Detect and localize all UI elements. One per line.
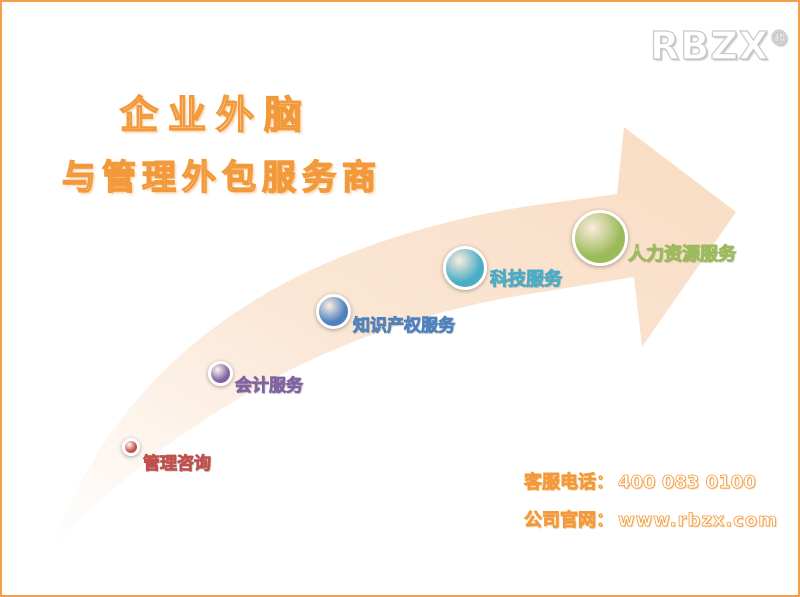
node-hr-services — [572, 210, 628, 266]
phone-number: 400 083 0100 — [618, 472, 757, 494]
title-line-2: 与管理外包服务商 — [61, 157, 382, 198]
node-ip-services — [316, 294, 351, 329]
contact-phone-row: 客服电话：400 083 0100 — [524, 468, 757, 494]
label-tech-services: 科技服务 — [490, 269, 563, 291]
registered-mark: ® — [768, 25, 791, 50]
site-url: www.rbzx.com — [618, 510, 779, 532]
brand-logo: RBZX® — [649, 23, 791, 68]
contact-site-row: 公司官网：www.rbzx.com — [524, 506, 778, 532]
label-hr-services: 人力资源服务 — [628, 244, 737, 266]
brand-logo-text: RBZX — [649, 23, 770, 68]
phone-label: 客服电话： — [524, 472, 615, 494]
label-accounting-services: 会计服务 — [235, 376, 304, 397]
label-management-consulting: 管理咨询 — [143, 454, 212, 475]
site-label: 公司官网： — [524, 510, 615, 532]
node-accounting-services — [208, 361, 233, 386]
growth-arrow-shape — [50, 127, 736, 550]
node-management-consulting — [122, 438, 140, 456]
title-line-1: 企业外脑 — [119, 91, 313, 137]
node-tech-services — [443, 246, 487, 290]
label-ip-services: 知识产权服务 — [353, 316, 456, 337]
